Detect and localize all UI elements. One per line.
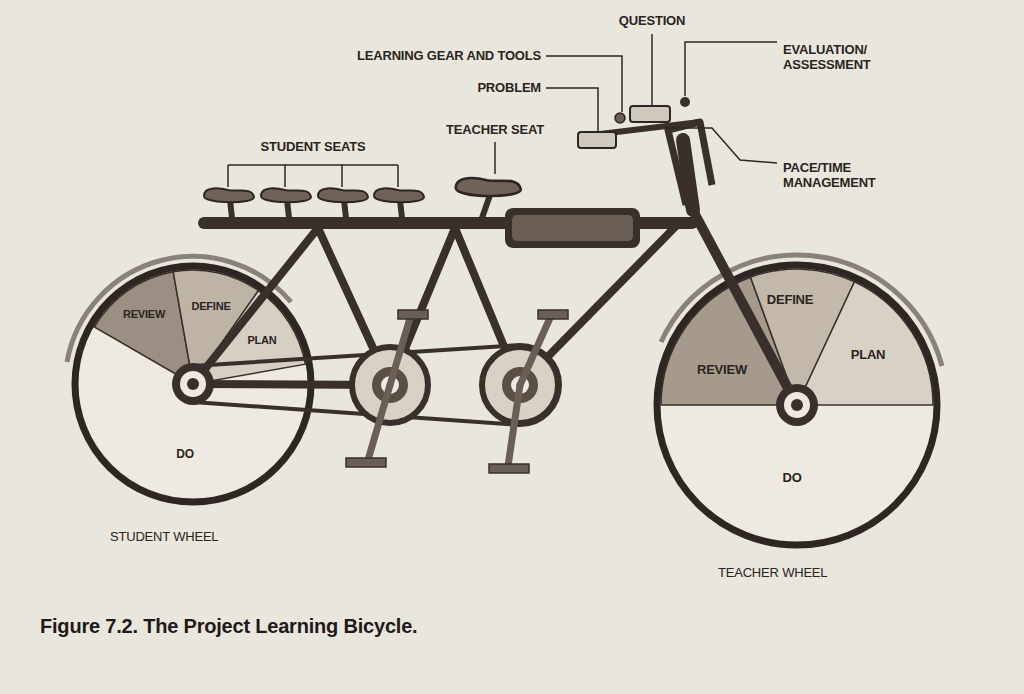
bicycle-part: [685, 42, 777, 96]
bicycle-part: [397, 165, 399, 187]
pedal: [346, 310, 568, 473]
bicycle-part: [538, 310, 568, 319]
gear-device: [615, 113, 625, 123]
bicycle-part: [346, 458, 386, 467]
problem-device: [578, 132, 616, 148]
student-saddle: [204, 188, 254, 202]
bicycle-part: [665, 128, 777, 163]
callout-label: QUESTION: [619, 14, 685, 29]
wheel-segment-label: PLAN: [247, 334, 276, 347]
student-saddle: [374, 188, 424, 202]
callout-label: PACE/TIME MANAGEMENT: [783, 161, 905, 191]
bicycle-part: [284, 165, 286, 187]
handlebar: [668, 122, 712, 205]
bicycle-part: [390, 318, 410, 385]
leader-line: [546, 34, 777, 163]
frame-box-inner: [512, 215, 633, 241]
bicycle-part: [172, 363, 214, 405]
bicycle-part: [227, 165, 229, 187]
bicycle-part: [228, 164, 398, 166]
bicycle-part: [489, 464, 529, 473]
bell: [680, 97, 690, 107]
bicycle-part: [784, 392, 810, 418]
bicycle-part: [456, 178, 521, 196]
bicycle-part: [520, 318, 550, 385]
crank: [368, 318, 550, 466]
wheel-segment-label: DEFINE: [767, 293, 813, 308]
wheel-segment-label: DEFINE: [191, 300, 230, 313]
wheel-name: TEACHER WHEEL: [718, 566, 827, 581]
bicycle-part: [187, 378, 199, 390]
callout-label: STUDENT SEATS: [261, 140, 366, 155]
bicycle-part: [368, 385, 390, 460]
bicycle-part: [180, 371, 206, 397]
bicycle-part: [482, 195, 490, 218]
wheel-segment-label: DO: [176, 448, 194, 462]
bicycle-part: [341, 165, 343, 187]
teacher-wheel: [657, 265, 937, 545]
bicycle-part: [797, 282, 933, 405]
callout-label: EVALUATION/ ASSESSMENT: [783, 43, 905, 73]
wheel-segment-label: REVIEW: [123, 308, 165, 321]
bicycle-part: [651, 34, 653, 105]
figure-caption: Figure 7.2. The Project Learning Bicycle…: [40, 615, 417, 638]
chain: [175, 345, 560, 425]
teacher-saddle: [456, 178, 521, 196]
hub: [172, 363, 214, 405]
bicycle-part: [508, 385, 520, 466]
bicycle-part: [791, 399, 803, 411]
wheel-segment-label: DO: [782, 471, 801, 486]
question-device: [630, 106, 670, 122]
bicycle-part: [546, 88, 598, 131]
wheel-segment-label: REVIEW: [697, 363, 747, 378]
bicycle-part: [398, 310, 428, 319]
bicycle-part: [546, 56, 622, 112]
frame-box: [505, 208, 640, 248]
wheel-name: STUDENT WHEEL: [110, 530, 218, 545]
student-saddle: [261, 188, 311, 202]
bicycle-part: [661, 269, 933, 541]
callout-label: TEACHER SEAT: [446, 123, 544, 138]
bicycle-part: [494, 142, 496, 174]
student-saddle: [318, 188, 368, 202]
bicycle-part: [657, 265, 937, 545]
bicycle-part: [776, 384, 818, 426]
callout-label: PROBLEM: [477, 81, 541, 96]
wheel-segment-label: PLAN: [851, 348, 886, 363]
hub: [776, 384, 818, 426]
callout-label: LEARNING GEAR AND TOOLS: [357, 49, 541, 64]
